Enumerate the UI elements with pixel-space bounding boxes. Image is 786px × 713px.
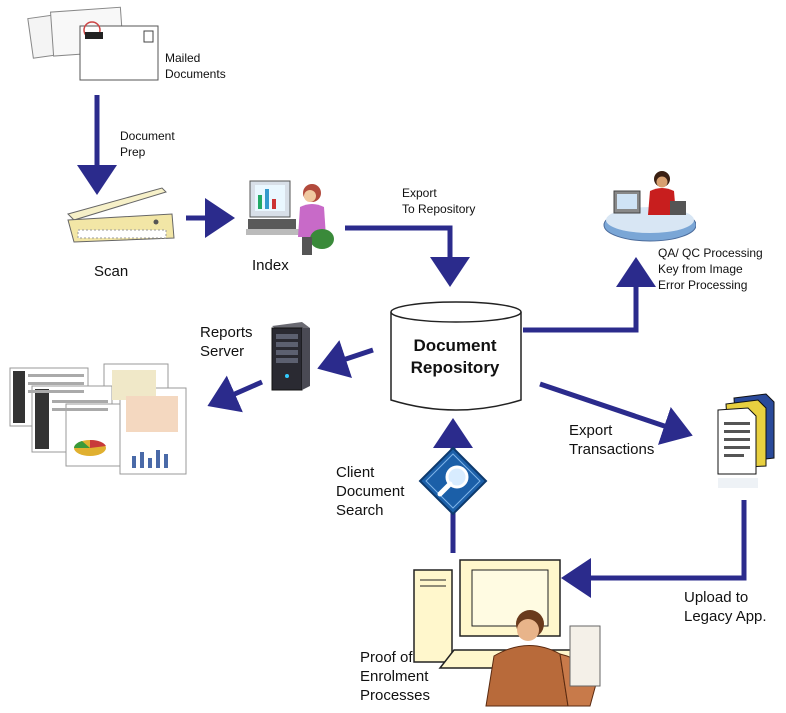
reports-stack-icon xyxy=(9,363,187,475)
workstation-person-icon xyxy=(246,180,334,255)
client-document-search-label: Client Document Search xyxy=(336,464,405,519)
document-prep-label: Document Prep xyxy=(120,129,175,159)
arrow-repository-to-transactions xyxy=(539,381,693,445)
arrow-index-to-repository xyxy=(345,225,470,287)
envelopes-icon xyxy=(27,6,159,81)
repository-cylinder-icon xyxy=(390,301,522,411)
arrow-repository-to-server xyxy=(317,340,374,379)
proof-of-enrolment-label: Proof of Enrolment Processes xyxy=(360,649,431,704)
qa-qc-processing-label: QA/ QC Processing Key from Image Error P… xyxy=(658,246,763,292)
upload-legacy-label: Upload to Legacy App. xyxy=(684,589,767,625)
export-transactions-label: Export Transactions xyxy=(569,422,655,458)
scanner-icon xyxy=(67,187,175,243)
search-diamond-icon[interactable] xyxy=(418,446,488,516)
index-label: Index xyxy=(252,257,289,274)
computer-user-icon xyxy=(413,559,601,707)
arrow-server-to-reports xyxy=(207,375,264,413)
mailed-documents-label: Mailed Documents xyxy=(165,51,226,81)
arrow-repository-to-qa xyxy=(523,257,656,333)
document-repository-label: Document Repository xyxy=(410,336,500,377)
documents-stack-icon xyxy=(717,393,775,488)
server-tower-icon xyxy=(271,322,310,391)
export-to-repository-label: Export To Repository xyxy=(402,186,476,216)
arrow-transactions-to-computer xyxy=(561,500,747,598)
qa-desk-icon xyxy=(603,171,696,242)
reports-server-label: Reports Server xyxy=(200,324,253,360)
scan-label: Scan xyxy=(94,263,129,280)
